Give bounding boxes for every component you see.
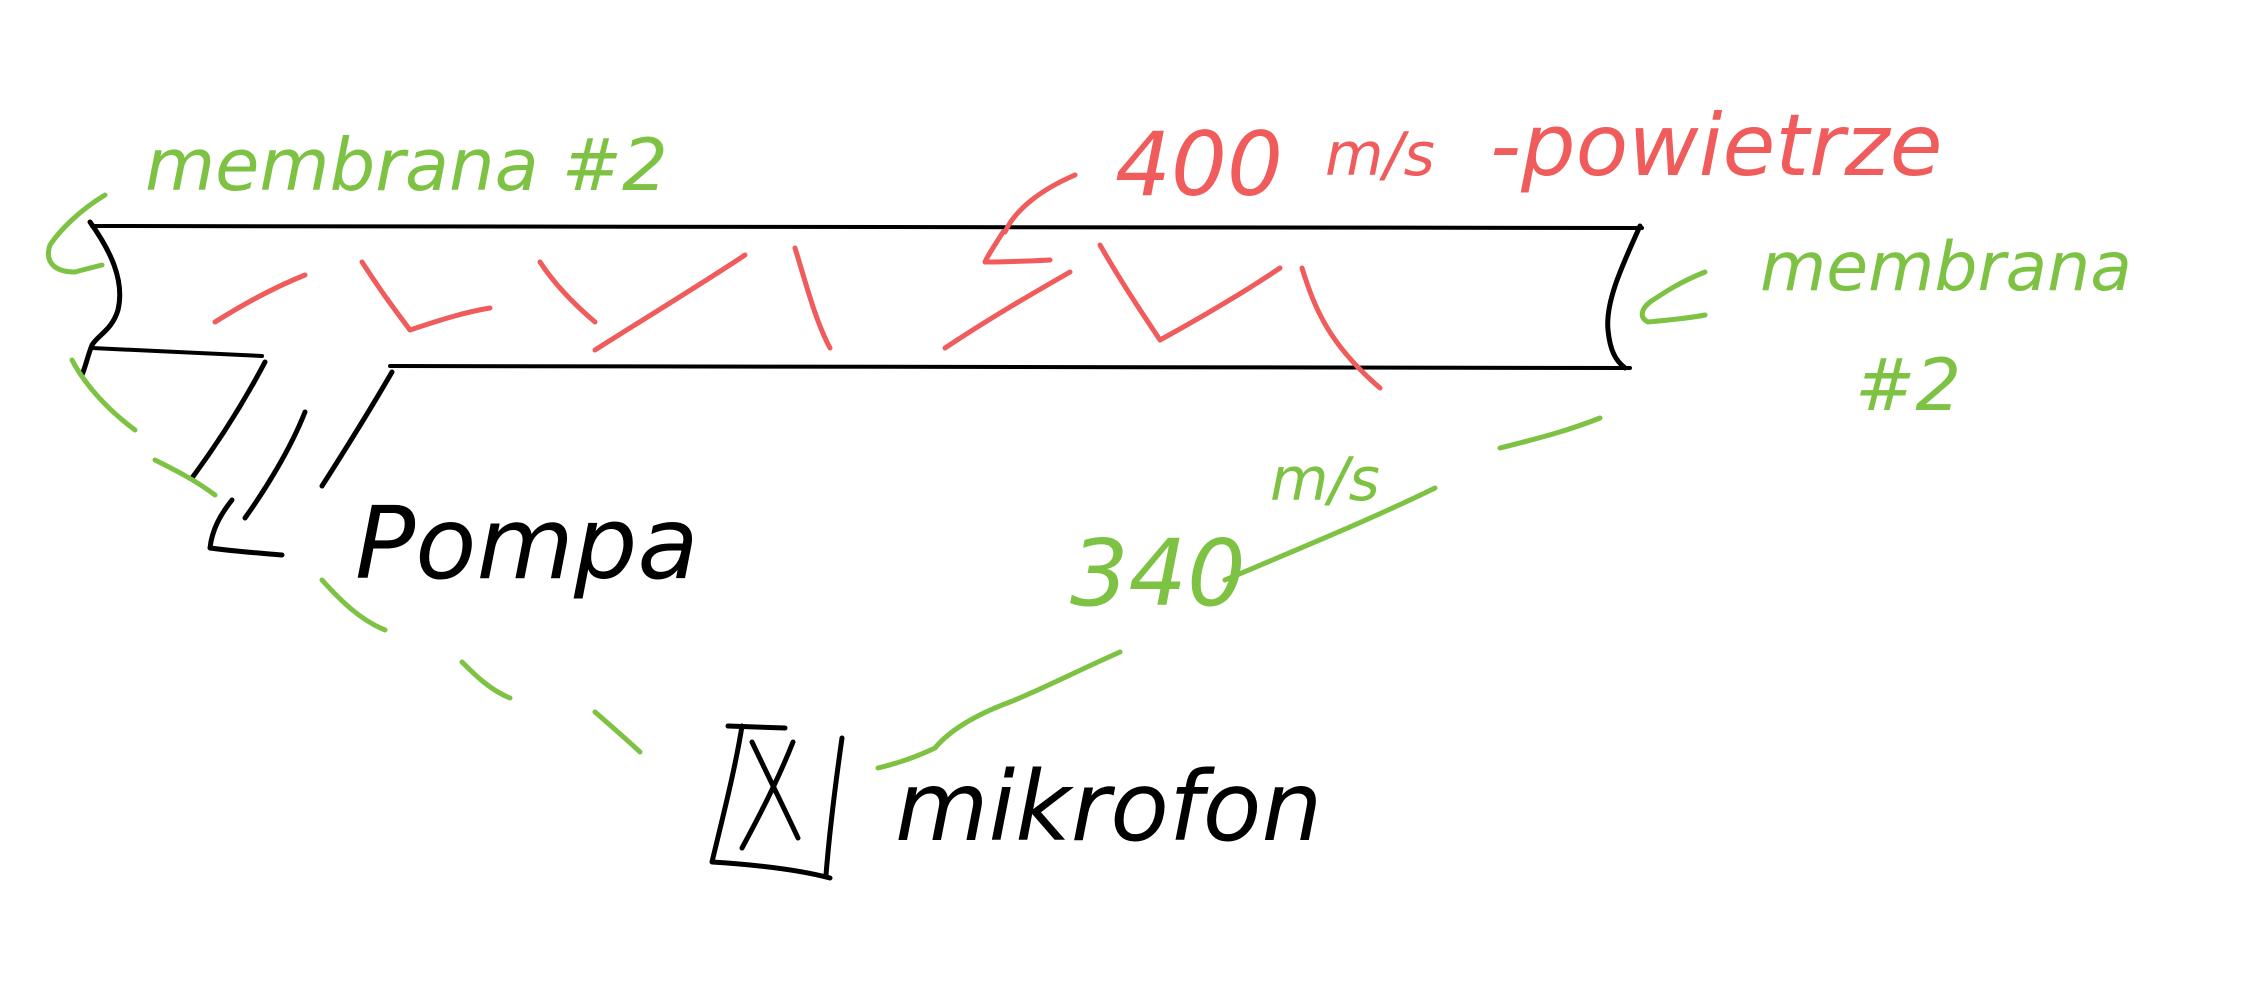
sound-path-left-dash-2	[152, 457, 218, 498]
membrane-left-hook	[46, 192, 108, 275]
label-sound-speed-value: 340	[1070, 520, 1246, 627]
tube-right-end	[1605, 223, 1643, 371]
airflow-mark-5	[792, 245, 833, 351]
sound-path-right-dash-2	[1222, 485, 1438, 583]
label-sound-speed-unit: m/s	[1270, 445, 1380, 515]
airflow-mark-3	[537, 259, 598, 325]
sound-path-right-dash-3	[875, 649, 1123, 771]
label-air-speed-value: 400	[1115, 113, 1283, 216]
microphone-cross-2	[739, 739, 796, 851]
label-membrane-right-2: #2	[1855, 343, 1961, 427]
pump-hatch-2	[242, 409, 308, 521]
pump-inlet	[189, 359, 395, 558]
airflow-mark-2	[359, 259, 493, 333]
tube-top-wall	[90, 224, 1644, 230]
airflow-mark-8	[1299, 265, 1383, 391]
sound-path-right	[875, 415, 1603, 771]
microphone-bracket-top	[725, 723, 788, 731]
pump-hatch-1	[189, 359, 268, 481]
tube-inlet-top	[90, 346, 264, 358]
label-air: -powietrze	[1490, 96, 1943, 196]
microphone-symbol	[709, 723, 845, 881]
airflow-mark-6	[942, 269, 1073, 351]
pump-hatch-4	[207, 497, 285, 558]
air-arrow-shaft	[1002, 172, 1078, 235]
airflow-mark-7	[1097, 242, 1283, 343]
membrane-right-arrow	[1639, 269, 1708, 325]
sound-path-left-dash-3	[319, 577, 388, 633]
sound-path-left-dash-4	[459, 659, 513, 701]
sound-path-right-dash-1	[1497, 415, 1603, 451]
sound-path-left-dash-1	[69, 357, 138, 433]
tube-left-end	[79, 219, 123, 378]
label-pump: Pompa	[355, 485, 699, 602]
air-arrow-head	[982, 229, 1053, 265]
airflow-mark-1	[212, 272, 308, 325]
label-microphone: mikrofon	[895, 751, 1322, 863]
airflow-marks	[212, 242, 1383, 391]
pump-hatch-3	[319, 369, 395, 489]
tube-bottom-wall	[388, 364, 1632, 370]
label-air-speed-unit: m/s	[1325, 120, 1435, 190]
airflow-mark-4	[592, 252, 748, 353]
membrane-left-marker	[46, 192, 108, 275]
microphone-bracket-left	[709, 723, 833, 881]
tube	[79, 219, 1644, 378]
label-membrane-left: membrana #2	[145, 123, 668, 207]
membrane-right-marker	[1639, 269, 1708, 325]
sound-path-left	[69, 357, 643, 755]
air-label-arrow	[982, 172, 1078, 265]
microphone-bracket-right	[823, 735, 845, 878]
label-membrane-right-1: membrana	[1760, 228, 2132, 307]
sound-path-left-dash-5	[592, 709, 643, 755]
microphone-cross-1	[749, 739, 801, 841]
